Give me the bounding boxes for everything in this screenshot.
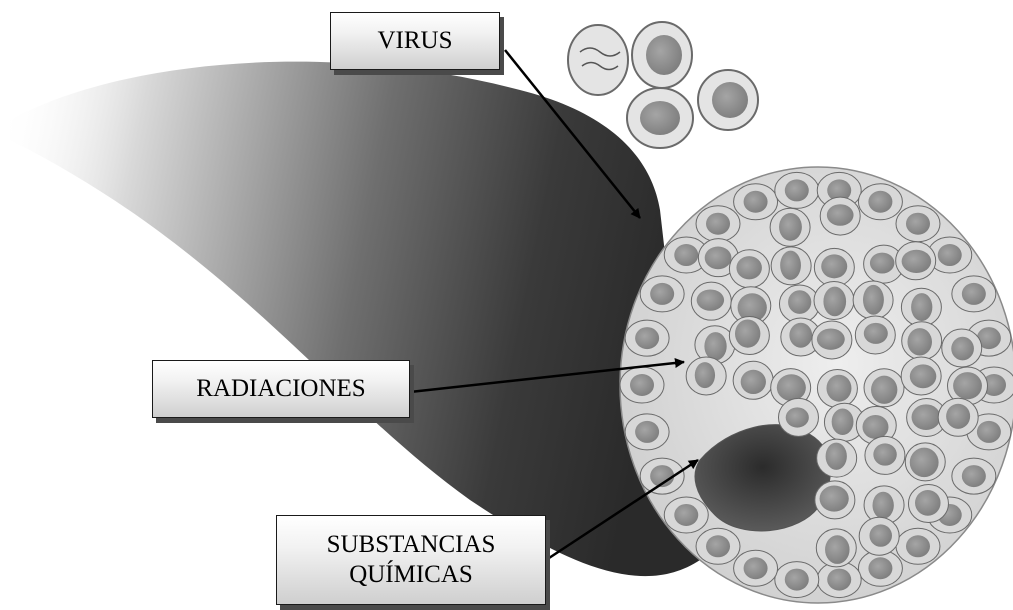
cell-nucleus [697, 289, 724, 310]
cell-nucleus [902, 250, 932, 273]
cell-nucleus [953, 372, 982, 399]
detached-cell [632, 22, 692, 88]
cell-nucleus [873, 443, 896, 465]
cell-nucleus [817, 328, 845, 349]
cell-nucleus [706, 535, 730, 557]
cell-nucleus [870, 253, 895, 274]
cell-nucleus [674, 244, 698, 266]
detached-cell [698, 70, 758, 130]
cell-nucleus [910, 448, 939, 477]
cell-nucleus [630, 374, 654, 396]
cell-nucleus [788, 290, 811, 314]
cell-nucleus [735, 319, 760, 347]
cell-nucleus [650, 283, 674, 305]
cell-nucleus [706, 213, 730, 235]
cell-nucleus [907, 328, 932, 355]
cell-nucleus [825, 535, 849, 564]
cell-nucleus [777, 374, 806, 401]
detached-cell [627, 88, 693, 148]
cell-nucleus [741, 370, 766, 394]
cell-nucleus [911, 293, 932, 321]
cell-nucleus [977, 421, 1001, 443]
cell-nucleus [705, 246, 732, 269]
cell-nucleus [821, 254, 847, 278]
cell-nucleus [946, 404, 970, 429]
chemicals-label-line2: QUÍMICAS [349, 560, 473, 590]
cell-nucleus [962, 465, 986, 487]
cell-nucleus [910, 364, 937, 388]
cell-nucleus [635, 327, 659, 349]
cell-nucleus [744, 191, 768, 213]
cell-nucleus [868, 557, 892, 579]
cell-nucleus [827, 569, 851, 591]
cell-nucleus [832, 408, 854, 435]
cell-nucleus [938, 244, 962, 266]
cell-nucleus [780, 251, 801, 280]
cell-nucleus [863, 285, 884, 315]
cell-nucleus [912, 404, 941, 430]
cell-nucleus [695, 362, 715, 388]
cell-nucleus [779, 213, 802, 241]
virus-label: VIRUS [330, 12, 500, 70]
cell-nucleus [906, 213, 930, 235]
cell-nucleus [820, 485, 849, 511]
cell-nucleus [704, 332, 726, 360]
cell-nucleus [962, 283, 986, 305]
cell-nucleus [862, 415, 888, 439]
radiation-label: RADIACIONES [152, 360, 410, 418]
cell-nucleus [826, 443, 847, 470]
cell-nucleus [786, 407, 809, 427]
chemicals-label-line1: SUBSTANCIAS [327, 530, 496, 560]
cell-nucleus [674, 504, 698, 526]
cell-nucleus [785, 569, 809, 591]
radiation-label-text: RADIACIONES [196, 374, 365, 404]
cell-nucleus [744, 557, 768, 579]
cell-nucleus [869, 524, 891, 546]
cell-nucleus [864, 323, 888, 344]
cell-nucleus [785, 179, 809, 201]
cell-nucleus [951, 337, 974, 361]
cell-nucleus [915, 490, 941, 516]
cell-nucleus [789, 323, 812, 348]
cell-nucleus [906, 535, 930, 557]
cell-nucleus [868, 191, 892, 213]
chemicals-label: SUBSTANCIAS QUÍMICAS [276, 515, 546, 605]
cell-nucleus [827, 204, 854, 226]
virus-label-text: VIRUS [377, 26, 452, 56]
cell-nucleus [823, 287, 846, 317]
cell-nucleus [736, 256, 761, 279]
detached-cell [568, 25, 628, 95]
cell-nucleus [826, 375, 851, 402]
cell-nucleus [635, 421, 659, 443]
cell-nucleus [871, 376, 897, 404]
cell-nucleus [873, 492, 894, 519]
tube-body [10, 62, 700, 576]
